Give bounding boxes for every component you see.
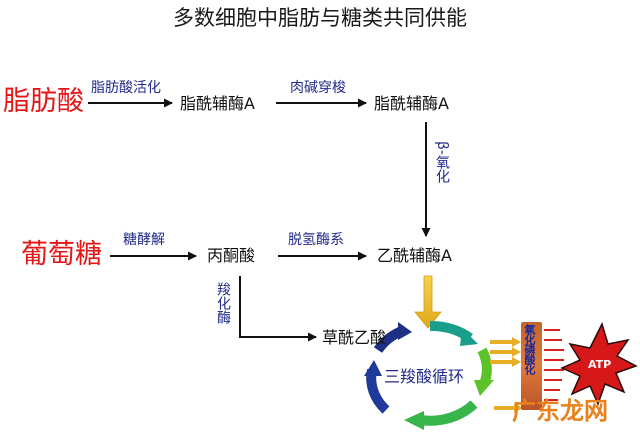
- oxphos-label: 氧化磷酸化: [523, 324, 536, 374]
- cycle-arrow-green: [477, 347, 492, 386]
- enzyme-fa-activation: 脂肪酸活化: [91, 80, 161, 96]
- tca-cycle-ring: [364, 321, 494, 430]
- source-glucose: 葡萄糖: [21, 239, 102, 270]
- node-acyl-coa-2: 脂酰辅酶A: [374, 94, 449, 113]
- nadh-arrowhead-1: [512, 337, 521, 347]
- fadh2-arrowhead: [514, 403, 523, 413]
- acetyl-entry-arrow: [414, 275, 442, 329]
- cycle-arrowhead-navy: [398, 322, 412, 340]
- node-oxaloacetate: 草酰乙酸: [322, 328, 387, 347]
- cycle-arrowhead-blue: [364, 360, 382, 376]
- atp-label: ATP: [588, 358, 612, 371]
- source-fatty-acid: 脂肪酸: [3, 86, 84, 117]
- node-acetyl-coa: 乙酰辅酶A: [377, 246, 452, 265]
- reducing-equivalent-arrows: [490, 337, 523, 413]
- enzyme-carboxylase: 羧化酶: [215, 282, 231, 324]
- nadh-arrowhead-3: [512, 357, 521, 367]
- enzyme-beta-ox: β-氧化: [434, 141, 450, 183]
- node-acyl-coa-1: 脂酰辅酶A: [180, 94, 255, 113]
- cycle-arrowhead-green: [474, 380, 494, 396]
- oxphos-bar: [521, 322, 542, 410]
- atp-starburst: [560, 321, 638, 407]
- arrow-carboxylase: [239, 276, 317, 342]
- tca-cycle-label: 三羧酸循环: [384, 367, 465, 386]
- enzyme-glycolysis: 糖酵解: [123, 232, 165, 248]
- watermark-text: 广东龙网: [512, 397, 608, 425]
- enzyme-pdh: 脱氢酶系: [288, 232, 344, 248]
- nadh-arrowhead-2: [512, 347, 521, 357]
- node-pyruvate: 丙酮酸: [207, 246, 256, 265]
- page-title: 多数细胞中脂肪与糖类共同供能: [173, 6, 467, 30]
- cycle-arrowhead-teal: [460, 328, 478, 346]
- atp-output-arrows: [544, 329, 564, 401]
- enzyme-carnitine: 肉碱穿梭: [290, 80, 346, 96]
- cycle-arrow-lime: [419, 400, 478, 426]
- cycle-arrowhead-lime: [404, 411, 424, 430]
